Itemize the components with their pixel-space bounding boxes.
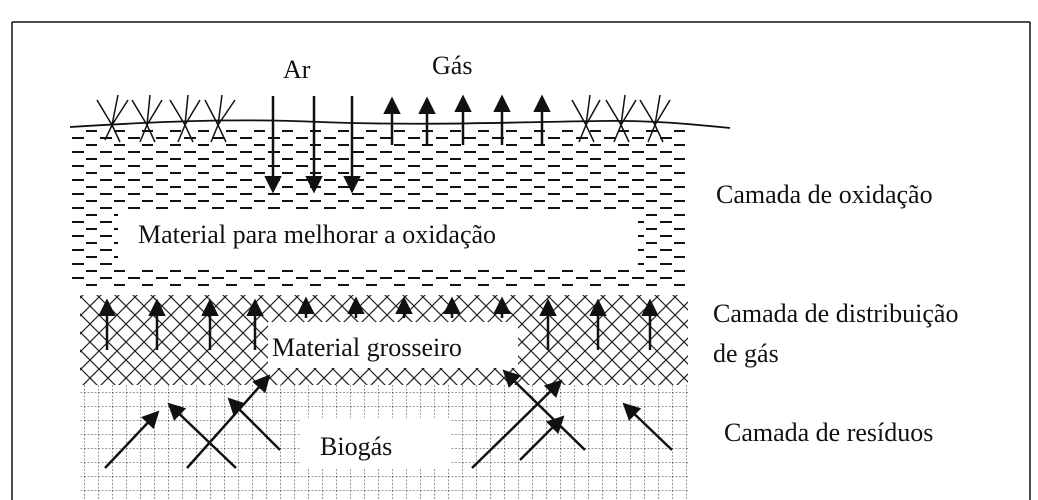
air-arrows bbox=[264, 96, 361, 194]
grass-tuft-icon bbox=[639, 94, 671, 143]
oxidation-material-label: Material para melhorar a oxidação bbox=[138, 220, 496, 249]
arrow-diagonal-icon bbox=[519, 415, 565, 461]
waste-layer-label: Camada de resíduos bbox=[724, 418, 933, 447]
biogas-box bbox=[300, 418, 450, 468]
arrow-diagonal-icon bbox=[167, 402, 237, 469]
vegetation-right bbox=[571, 94, 671, 143]
arrow-diagonal-icon bbox=[471, 379, 563, 469]
grass-tuft-icon bbox=[571, 94, 601, 143]
grass-tuft-icon bbox=[169, 94, 201, 143]
arrow-diagonal-icon bbox=[186, 374, 271, 469]
vegetation-left bbox=[96, 94, 236, 143]
arrow-diagonal-icon bbox=[104, 410, 160, 469]
arrow-diagonal-icon bbox=[622, 402, 673, 451]
biogas-label: Biogás bbox=[320, 432, 392, 461]
distribution-layer-label-line2: de gás bbox=[713, 339, 779, 368]
air-label: Ar bbox=[283, 55, 311, 84]
grass-tuft-icon bbox=[605, 94, 637, 143]
biogas-arrows bbox=[104, 369, 673, 469]
coarse-material-label: Material grosseiro bbox=[272, 333, 462, 362]
gas-arrows bbox=[383, 94, 551, 145]
arrow-diagonal-icon bbox=[502, 369, 586, 451]
ground-surface-line bbox=[69, 119, 731, 129]
arrow-diagonal-icon bbox=[227, 397, 281, 451]
grass-tuft-icon bbox=[204, 94, 236, 143]
gas-label: Gás bbox=[432, 51, 472, 80]
oxidation-layer-label: Camada de oxidação bbox=[716, 180, 933, 209]
grass-tuft-icon bbox=[131, 94, 163, 143]
distribution-arrows bbox=[98, 296, 659, 350]
oxidation-material-box bbox=[118, 210, 638, 268]
grass-tuft-icon bbox=[96, 94, 129, 143]
coarse-material-box bbox=[268, 322, 518, 368]
distribution-layer-label-line1: Camada de distribuição bbox=[713, 299, 958, 328]
